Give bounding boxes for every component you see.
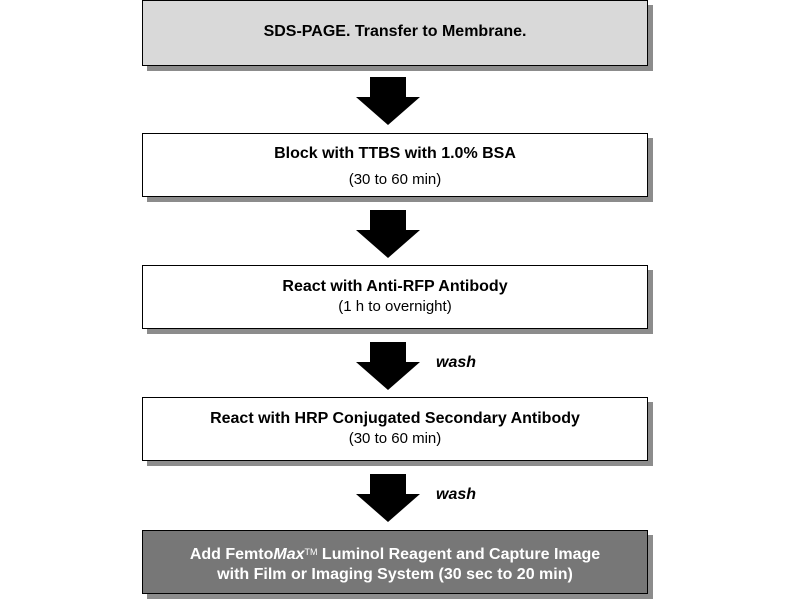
step-sds-page: SDS-PAGE. Transfer to Membrane. (142, 0, 648, 66)
wash-label: wash (436, 354, 477, 371)
trademark-mark: TM (304, 547, 318, 557)
step-secondary-antibody: React with HRP Conjugated Secondary Anti… (142, 397, 648, 461)
step-title: Add FemtoMaxTM Luminol Reagent and Captu… (143, 542, 647, 565)
step-detection-line2: with Film or Imaging System (30 sec to 2… (217, 566, 573, 583)
arrow-down-icon (356, 77, 420, 125)
step-duration: (30 to 60 min) (348, 171, 442, 188)
step-duration: (30 to 60 min) (348, 430, 442, 447)
wash-label: wash (436, 486, 477, 503)
arrow-down-icon (356, 342, 420, 390)
title-italic: Max (273, 546, 305, 563)
step-duration: (1 h to overnight) (338, 298, 452, 315)
step-title: Block with TTBS with 1.0% BSA (274, 145, 516, 162)
title-suffix: Luminol Reagent and Capture Image (317, 546, 601, 563)
title-prefix: Add Femto (189, 546, 274, 563)
step-title: React with HRP Conjugated Secondary Anti… (210, 410, 580, 427)
step-block: Block with TTBS with 1.0% BSA (30 to 60 … (142, 133, 648, 197)
step-detection: Add FemtoMaxTM Luminol Reagent and Captu… (142, 530, 648, 594)
arrow-down-icon (356, 474, 420, 522)
step-title: SDS-PAGE. Transfer to Membrane. (263, 23, 527, 40)
arrow-down-icon (356, 210, 420, 258)
step-title: React with Anti-RFP Antibody (282, 278, 508, 295)
step-primary-antibody: React with Anti-RFP Antibody (1 h to ove… (142, 265, 648, 329)
